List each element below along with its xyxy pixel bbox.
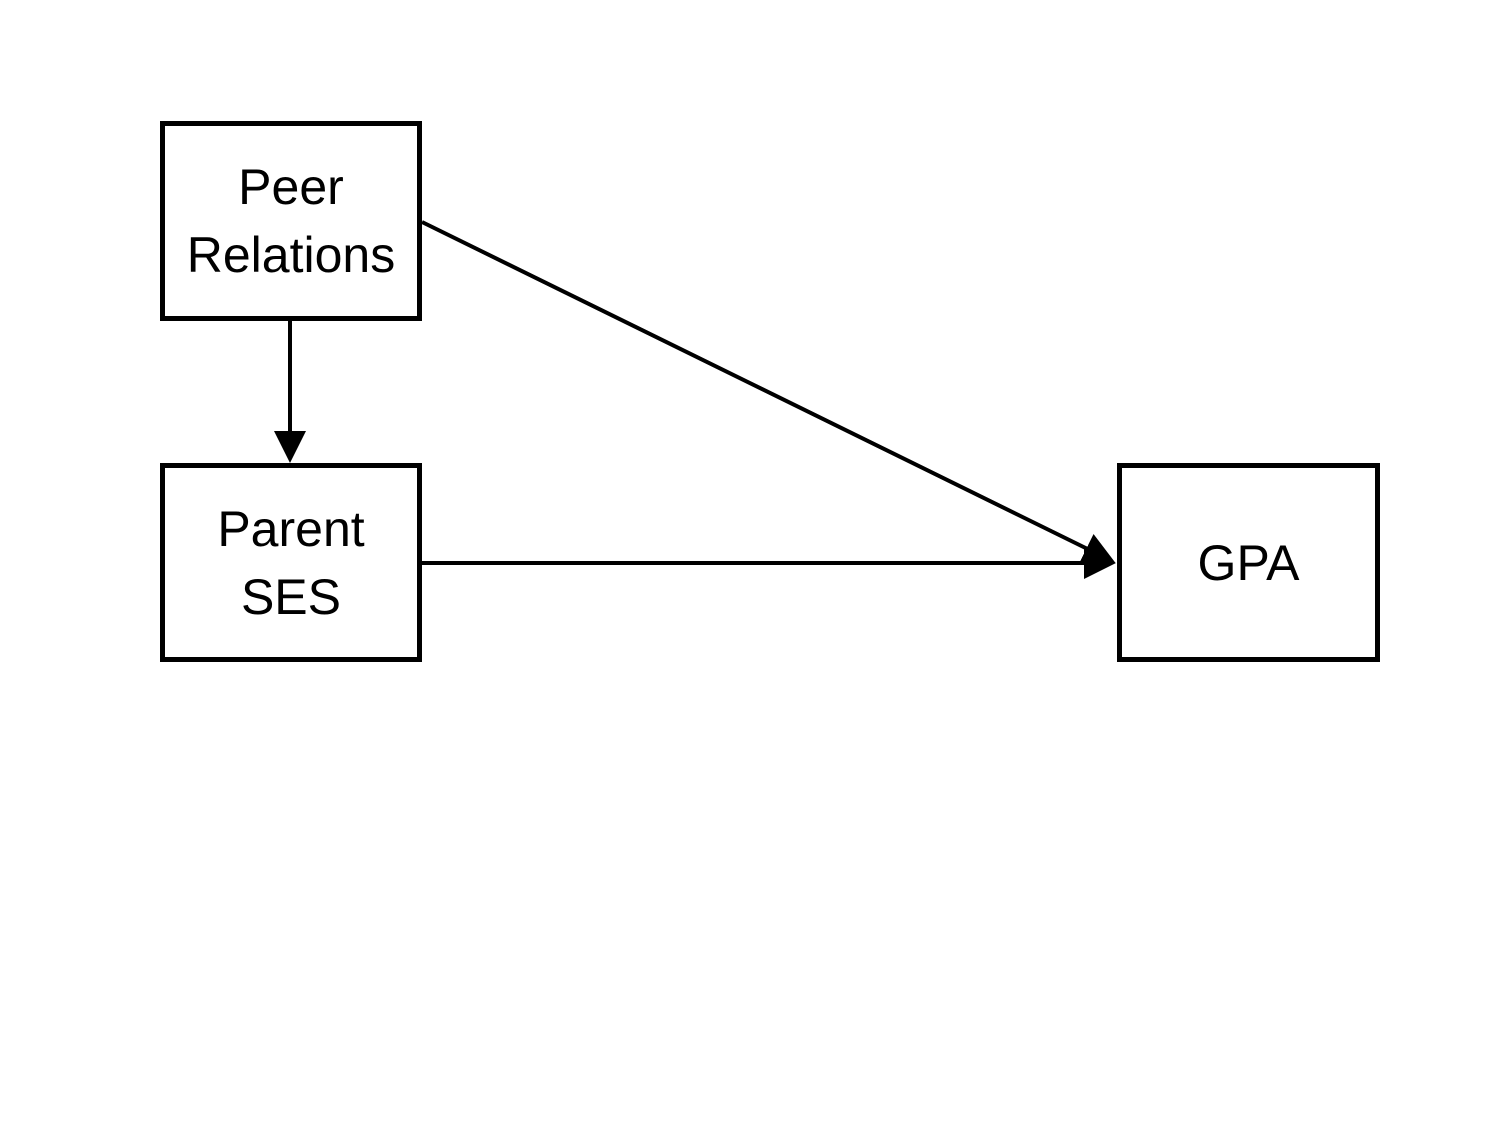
arrow-peer-relations-to-gpa — [421, 220, 1116, 563]
peer-relations-box: Peer Relations — [160, 121, 422, 321]
peer-relations-label: Peer Relations — [186, 159, 396, 283]
parent-ses-box: Parent SES — [160, 463, 422, 662]
gpa-label: GPA — [1197, 534, 1300, 591]
parent-ses-label: Parent SES — [217, 500, 365, 625]
gpa-box: GPA — [1117, 463, 1380, 662]
